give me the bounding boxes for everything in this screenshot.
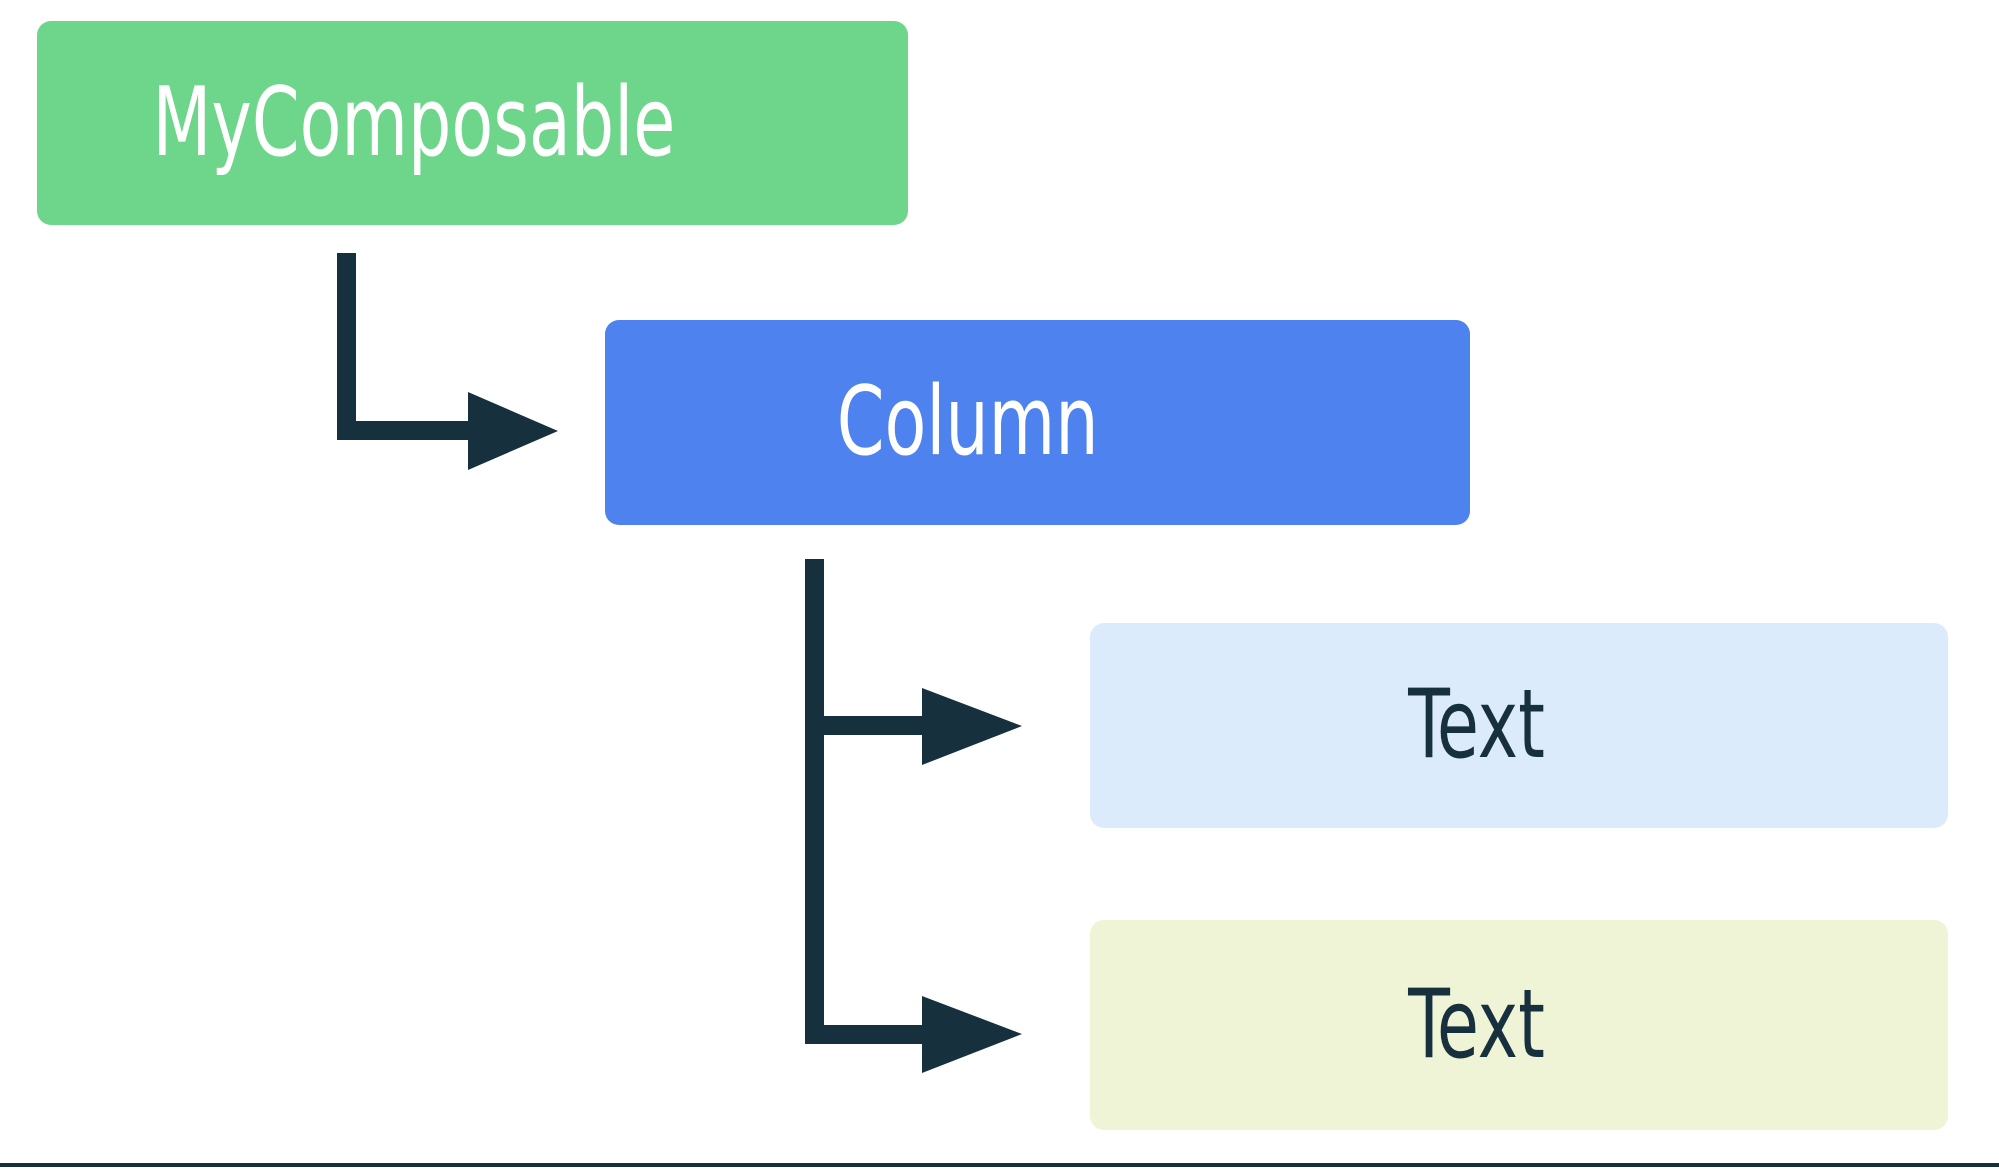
node-text-blue-label: Text: [1408, 670, 1546, 780]
edge-mycomposable-column: [337, 253, 558, 470]
elbow-vertical-root-to-column: [337, 253, 356, 440]
node-column[interactable]: Column: [605, 320, 1470, 525]
node-column-label: Column: [836, 367, 1099, 477]
edge-column-text-1: [805, 688, 1022, 765]
elbow-line-root-to-column: [337, 253, 465, 440]
node-mycomposable[interactable]: MyComposable: [37, 21, 908, 225]
arrowhead-column-to-text-2: [922, 996, 1022, 1073]
node-text-cream[interactable]: Text: [1090, 920, 1948, 1130]
node-text-blue[interactable]: Text: [1090, 623, 1948, 828]
edge-column-trunk: [805, 559, 824, 1044]
bottom-divider: [0, 1163, 1999, 1167]
elbow-horizontal-column-to-text-1: [805, 716, 935, 735]
node-text-cream-label: Text: [1408, 969, 1546, 1080]
elbow-horizontal-root-to-column: [337, 421, 482, 440]
node-mycomposable-label: MyComposable: [152, 67, 675, 178]
arrowhead-root-to-column: [468, 392, 558, 470]
edge-column-text-2: [805, 996, 1022, 1073]
arrowhead-column-to-text-1: [922, 688, 1022, 765]
elbow-horizontal-column-to-text-2: [805, 1025, 935, 1044]
